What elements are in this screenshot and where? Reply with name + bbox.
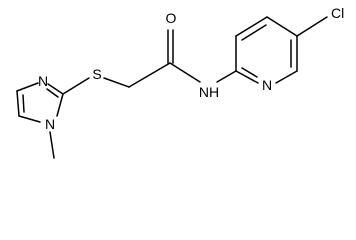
bond-n3-c4 bbox=[16, 82, 39, 92]
bond-c5-cl bbox=[296, 16, 328, 37]
bond-c3-c4 bbox=[235, 16, 268, 37]
bond-carbonyl-nh bbox=[169, 62, 201, 83]
bond-c2-n3-inner bbox=[46, 88, 59, 98]
bond-c5-n1 bbox=[18, 115, 41, 123]
bond-c4-c5 bbox=[16, 90, 20, 117]
bond-c4-c5 bbox=[266, 16, 298, 37]
bond-nh-pyridine bbox=[216, 70, 237, 83]
bond-npy-c2-inner bbox=[241, 67, 258, 78]
atom-label-imidazole-n1: N bbox=[45, 116, 55, 132]
atom-label-pyridine-n: N bbox=[262, 77, 272, 93]
bond-ch2-carbonyl bbox=[128, 62, 171, 88]
atom-label-carbonyl-oxygen: O bbox=[166, 10, 177, 26]
molecule-drawing: N N S O NH N Cl bbox=[16, 5, 344, 159]
structure-canvas: N N S O NH N Cl bbox=[16, 5, 344, 159]
atom-label-sulfur: S bbox=[92, 66, 101, 82]
atom-label-amide-nh: NH bbox=[199, 84, 219, 100]
bond-c6-npy bbox=[275, 70, 298, 84]
bond-s-ch2 bbox=[103, 77, 130, 88]
atom-label-imidazole-n3: N bbox=[38, 73, 48, 89]
bond-c3-c4-inner bbox=[241, 24, 267, 41]
bond-npy-c2 bbox=[235, 70, 259, 84]
bond-c2-n3 bbox=[47, 83, 64, 95]
bond-c2-s bbox=[62, 77, 90, 95]
bond-c4-c5-inner bbox=[22, 94, 25, 113]
bond-n1-methyl bbox=[49, 131, 55, 159]
atom-label-chlorine: Cl bbox=[331, 5, 344, 21]
bond-n1-c2 bbox=[56, 93, 64, 117]
